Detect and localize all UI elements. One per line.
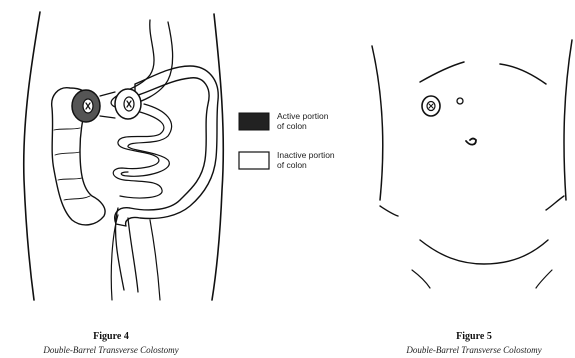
torso-left-outline bbox=[24, 12, 40, 300]
hip-right bbox=[546, 196, 564, 210]
figure-4-title: Figure 4 bbox=[93, 331, 129, 342]
abdomen-left-outline bbox=[372, 46, 383, 200]
figure-5-title: Figure 5 bbox=[456, 331, 492, 342]
groin-right bbox=[536, 270, 552, 288]
figure-4-caption: Figure 4 Double-Barrel Transverse Colost… bbox=[42, 331, 178, 355]
torso-right-outline bbox=[212, 14, 223, 300]
legend-inactive-swatch bbox=[239, 152, 269, 169]
figure-5-subtitle: Double-Barrel Transverse Colostomy bbox=[405, 345, 541, 355]
navel bbox=[466, 139, 476, 145]
figure-5-caption: Figure 5 Double-Barrel Transverse Colost… bbox=[405, 331, 541, 355]
legend-active-swatch bbox=[239, 113, 269, 130]
legend-inactive-label-line1: Inactive portion bbox=[277, 150, 335, 160]
active-colon-haustra bbox=[54, 128, 90, 200]
legend-active-label-line1: Active portion bbox=[277, 111, 329, 121]
abdomen-right-outline bbox=[564, 40, 572, 200]
legend: Active portion of colon Inactive portion… bbox=[239, 111, 335, 170]
groin-left bbox=[412, 270, 430, 288]
ribcage-left bbox=[420, 62, 464, 82]
figure-5-drawing bbox=[372, 40, 572, 288]
legend-inactive-label-line2: of colon bbox=[277, 160, 307, 170]
ribcage-right bbox=[500, 64, 546, 84]
abdomen-inactive-stoma bbox=[457, 98, 463, 104]
groin-line bbox=[420, 240, 548, 264]
figure-4-subtitle: Double-Barrel Transverse Colostomy bbox=[42, 345, 178, 355]
legend-active-label-line2: of colon bbox=[277, 121, 307, 131]
figure-4-drawing bbox=[24, 12, 224, 300]
hip-left bbox=[380, 206, 398, 216]
